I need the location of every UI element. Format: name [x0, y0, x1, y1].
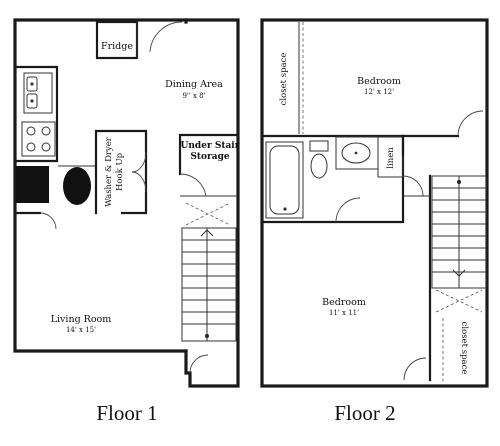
floor-2-plan: Bedroom 12' x 12' closet space linen Bed…	[260, 18, 489, 388]
under-stair-wall	[178, 133, 240, 176]
stove-icon	[21, 121, 56, 157]
bathtub-icon	[265, 141, 304, 219]
floor-1-plan: Fridge Dining Area 9'' x 8' Under Stair …	[13, 18, 240, 388]
floor-1-outer-wall-left	[13, 18, 188, 353]
appliance-block-icon	[16, 166, 49, 203]
laundry-bifold-door-icon	[131, 151, 147, 193]
hall-walls	[401, 134, 432, 382]
under-stair-label: Under Stair	[181, 141, 240, 151]
front-door-swing-icon	[189, 354, 209, 374]
bedroom-1-size: 12' x 12'	[364, 88, 394, 96]
bathroom-sink-icon	[341, 142, 371, 164]
fridge-label: Fridge	[101, 41, 133, 52]
living-room-label: Living Room	[51, 314, 112, 325]
linen-label: linen	[386, 147, 396, 169]
washer-dryer-closet	[94, 129, 148, 215]
bathroom-wall	[260, 134, 405, 224]
appliance-round-icon	[63, 167, 91, 205]
living-room-size: 14' x 15'	[66, 326, 96, 334]
fridge-box	[95, 20, 139, 60]
floor-1-caption: Floor 1	[96, 401, 157, 425]
stair-up-arrow-icon	[200, 229, 214, 237]
storage-label: Storage	[190, 152, 230, 162]
linen-closet	[377, 136, 404, 178]
bedroom-2-door-swing-icon	[403, 357, 427, 381]
bedroom-1-label: Bedroom	[357, 76, 401, 87]
hook-up-label: Hook Up	[115, 152, 125, 191]
stairs-floor-2	[431, 175, 487, 313]
floor-2-caption: Floor 2	[334, 401, 395, 425]
side-door-swing-icon	[39, 212, 57, 230]
toilet-icon	[309, 140, 329, 152]
dining-door-swing-icon	[149, 21, 183, 53]
dining-area-label: Dining Area	[165, 79, 223, 90]
stairs-floor-1	[181, 202, 237, 342]
closet-bottom-label: closet space	[459, 322, 469, 375]
hall-door-swing-icon	[402, 175, 424, 197]
bedroom-2-size: 11' x 11'	[329, 309, 359, 317]
washer-dryer-label: Washer & Dryer	[104, 136, 114, 207]
stair-down-arrow-icon	[452, 269, 466, 277]
bedroom-1-door-swing-icon	[457, 110, 484, 137]
sink-icon	[23, 72, 53, 114]
storage-door-swing-icon	[179, 173, 207, 197]
floor-2-outer-wall	[260, 18, 489, 388]
bathroom-door-swing-icon	[335, 197, 361, 223]
kitchen-counter	[13, 65, 59, 163]
closet-top-label: closet space	[279, 53, 289, 106]
floor-1-outer-wall-right	[184, 18, 240, 388]
bedroom-2-label: Bedroom	[322, 297, 366, 308]
dining-area-size: 9'' x 8'	[182, 92, 205, 100]
